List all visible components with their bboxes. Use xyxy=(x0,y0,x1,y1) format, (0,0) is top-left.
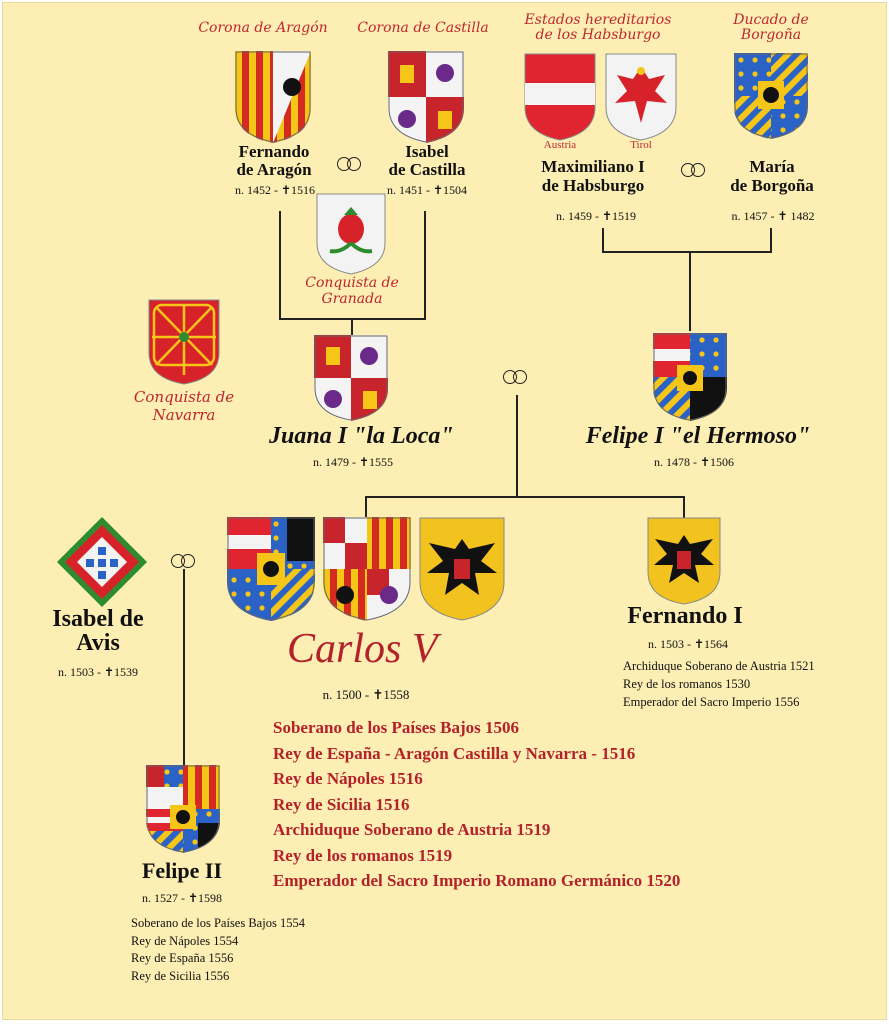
person-dates-felipe-hermoso: n. 1478 - ✝1506 xyxy=(653,455,735,469)
felipe-ii-title: Rey de España 1556 xyxy=(131,951,234,965)
carlos-imperial-eagle-coat-of-arms xyxy=(419,517,505,621)
person-name-felipe-ii: Felipe II xyxy=(141,858,223,883)
felipe-ii-title: Rey de Nápoles 1554 xyxy=(131,933,239,948)
person-dates-fernando-i: n. 1503 - ✝1564 xyxy=(647,637,729,651)
carlos-burgundy-coat-of-arms xyxy=(227,517,315,621)
marriage-rings-icon xyxy=(171,554,199,570)
carlos-spain-coat-of-arms xyxy=(323,517,411,621)
conquest-granada-label: Conquista de Granada xyxy=(305,275,399,307)
person-dates-maria-borgona: n. 1457 - ✝ 1482 xyxy=(731,209,815,223)
house-title-borgona: Ducado de Borgoña xyxy=(733,12,809,43)
fernando-i-title: Emperador del Sacro Imperio 1556 xyxy=(623,695,800,709)
carlos-title: Archiduque Soberano de Austria 1519 xyxy=(273,820,551,839)
navarra-coat-of-arms xyxy=(148,299,220,385)
fernando-i-imperial-eagle-coat-of-arms xyxy=(647,517,721,605)
person-name-felipe-hermoso: Felipe I "el Hermoso" xyxy=(585,423,811,449)
house-title-habsburgo: Estados hereditarios de los Habsburgo xyxy=(524,12,672,43)
portugal-coat-of-arms xyxy=(57,517,147,607)
felipe-ii-title: Soberano de los Países Bajos 1554 xyxy=(131,916,305,930)
line-maximiliano-down xyxy=(602,228,604,252)
tirol-coat-of-arms xyxy=(605,53,677,141)
line-juana-felipe-descent xyxy=(516,395,518,497)
shield-label-tirol: Tirol xyxy=(630,139,652,151)
line-to-felipe-ii xyxy=(183,569,185,765)
juana-coat-of-arms xyxy=(314,335,388,421)
line-to-felipe xyxy=(689,251,691,331)
felipe-ii-coat-of-arms xyxy=(146,765,220,853)
line-to-carlos xyxy=(365,496,367,518)
person-dates-carlos: n. 1500 - ✝1558 xyxy=(322,687,410,702)
person-name-maria-borgona: María de Borgoña xyxy=(730,157,814,195)
line-fernando-down xyxy=(279,211,281,319)
fernando-i-titles-list: Archiduque Soberano de Austria 1521 Rey … xyxy=(623,657,815,711)
carlos-title: Soberano de los Países Bajos 1506 xyxy=(273,718,520,737)
carlos-title: Rey de Sicilia 1516 xyxy=(273,794,410,814)
line-catholic-kings-join xyxy=(279,318,426,320)
carlos-title: Rey de España - Aragón Castilla y Navarr… xyxy=(273,743,636,763)
house-title-castilla: Corona de Castilla xyxy=(357,20,489,36)
line-habsburg-join xyxy=(602,251,772,253)
line-children-join xyxy=(365,496,685,498)
shield-label-austria: Austria xyxy=(543,139,577,151)
fernando-i-title: Archiduque Soberano de Austria 1521 xyxy=(623,659,815,673)
person-dates-felipe-ii: n. 1527 - ✝1598 xyxy=(141,891,223,905)
line-to-juana xyxy=(351,318,353,336)
person-dates-isabel-castilla: n. 1451 - ✝1504 xyxy=(386,183,468,197)
person-name-carlos: Carlos V xyxy=(287,626,438,672)
carlos-title: Rey de Nápoles 1516 xyxy=(273,769,423,788)
person-name-maximiliano: Maximiliano I de Habsburgo xyxy=(541,157,645,195)
borgona-coat-of-arms xyxy=(734,53,808,139)
marriage-rings-icon xyxy=(503,370,531,386)
austria-coat-of-arms xyxy=(524,53,596,141)
person-name-isabel-avis: Isabel de Avis xyxy=(52,606,144,656)
person-dates-fernando-aragon: n. 1452 - ✝1516 xyxy=(234,183,316,197)
marriage-rings-icon xyxy=(681,163,709,179)
person-dates-maximiliano: n. 1459 - ✝1519 xyxy=(555,209,637,223)
person-name-juana: Juana I "la Loca" xyxy=(269,423,454,449)
carlos-title: Emperador del Sacro Imperio Romano Germá… xyxy=(273,871,681,890)
carlos-titles-list: Soberano de los Países Bajos 1506 Rey de… xyxy=(273,715,680,894)
person-name-fernando-aragon: Fernando de Aragón xyxy=(236,142,312,179)
person-name-isabel-castilla: Isabel de Castilla xyxy=(388,142,466,179)
person-dates-isabel-avis: n. 1503 - ✝1539 xyxy=(57,665,139,679)
felipe-ii-title: Rey de Sicilia 1556 xyxy=(131,968,230,983)
carlos-title: Rey de los romanos 1519 xyxy=(273,845,453,865)
line-maria-down xyxy=(770,228,772,252)
castilla-coat-of-arms xyxy=(388,51,464,143)
person-dates-juana: n. 1479 - ✝1555 xyxy=(312,455,394,469)
fernando-i-title: Rey de los romanos 1530 xyxy=(623,677,751,691)
person-name-fernando-i: Fernando I xyxy=(627,603,743,629)
aragon-coat-of-arms xyxy=(235,51,311,143)
house-title-aragon: Corona de Aragón xyxy=(198,20,328,36)
felipe-ii-titles-list: Soberano de los Países Bajos 1554 Rey de… xyxy=(131,915,305,985)
marriage-rings-icon xyxy=(337,157,365,173)
conquest-navarra-label: Conquista de Navarra xyxy=(133,388,235,424)
felipe-hermoso-coat-of-arms xyxy=(653,333,727,421)
line-to-fernando-i xyxy=(683,496,685,518)
granada-coat-of-arms xyxy=(316,193,386,275)
line-isabel-down xyxy=(424,211,426,319)
